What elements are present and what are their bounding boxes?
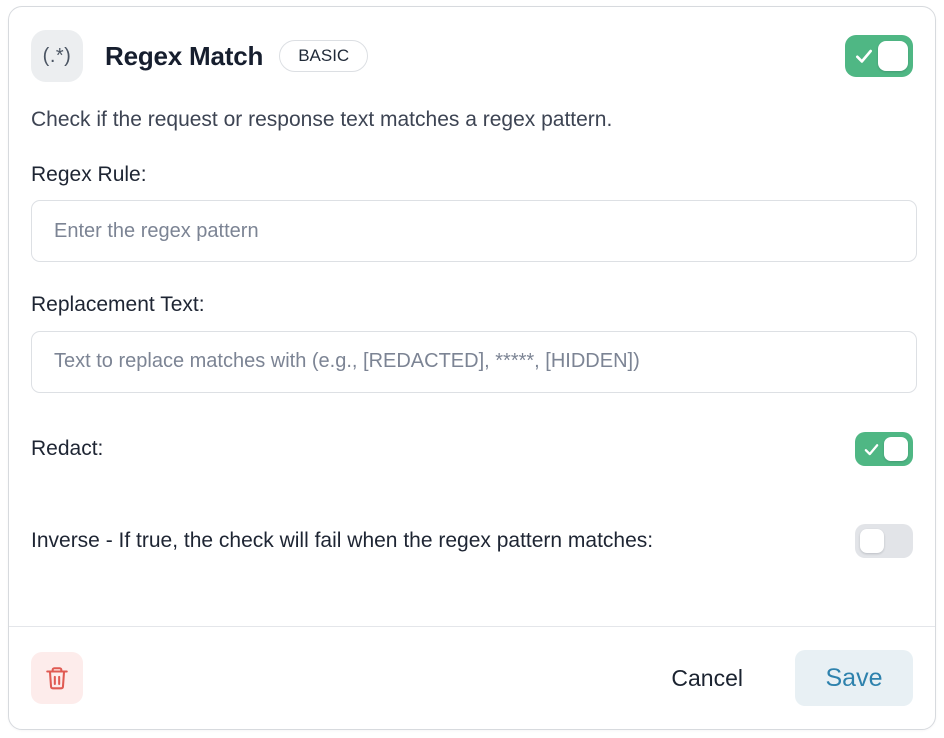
regex-rule-label: Regex Rule: [31, 163, 147, 187]
switch-row-redact: Redact: [31, 429, 913, 469]
page-title: Regex Match [105, 40, 264, 71]
card-body: (.*) Regex Match BASIC Check if the requ… [9, 7, 935, 626]
redact-label: Redact: [31, 436, 104, 460]
save-button[interactable]: Save [795, 650, 913, 706]
status-badge: BASIC [279, 40, 369, 72]
check-icon [863, 441, 880, 458]
inverse-label: Inverse - If true, the check will fail w… [31, 528, 654, 552]
switch-row-inverse: Inverse - If true, the check will fail w… [31, 521, 913, 561]
replacement-text-label: Replacement Text: [31, 293, 205, 317]
field-replacement-text: Replacement Text: [31, 292, 917, 393]
toggle-knob [884, 436, 908, 461]
card-header: (.*) Regex Match BASIC [31, 27, 913, 85]
toggle-knob [860, 528, 884, 553]
delete-button[interactable] [31, 652, 83, 704]
field-regex-rule: Regex Rule: [31, 162, 917, 263]
replacement-text-input[interactable] [31, 330, 917, 393]
footer-divider [9, 626, 935, 627]
enabled-toggle[interactable] [845, 35, 913, 77]
regex-match-card: (.*) Regex Match BASIC Check if the requ… [8, 6, 936, 730]
card-footer: Cancel Save [9, 627, 935, 729]
toggle-knob [878, 41, 908, 71]
regex-icon-glyph: (.*) [42, 44, 72, 67]
regex-icon: (.*) [31, 30, 83, 82]
trash-icon [44, 665, 70, 691]
card-description: Check if the request or response text ma… [31, 108, 613, 131]
redact-toggle[interactable] [855, 431, 913, 466]
inverse-toggle[interactable] [855, 523, 913, 558]
check-icon [854, 46, 874, 66]
cancel-button[interactable]: Cancel [659, 655, 755, 702]
regex-rule-input[interactable] [31, 200, 917, 263]
